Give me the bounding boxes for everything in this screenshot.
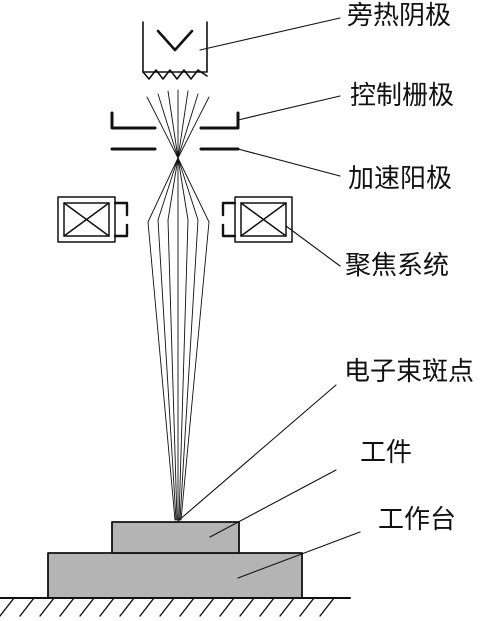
leader-workpiece	[209, 469, 337, 538]
focusing-coil-left	[57, 196, 129, 243]
leader-beam-spot	[177, 384, 337, 522]
focusing-coil-right	[221, 196, 293, 243]
label-beam-spot: 电子束斑点	[344, 357, 475, 387]
worktable	[47, 552, 303, 599]
ground-hatching	[0, 597, 351, 617]
cathode	[142, 21, 208, 80]
label-control-grid: 控制栅极	[350, 81, 455, 111]
label-workpiece: 工件	[360, 438, 413, 468]
label-worktable: 工作台	[378, 505, 457, 535]
leader-worktable	[237, 531, 361, 579]
electron-beam	[147, 157, 210, 521]
workpiece	[111, 521, 240, 554]
control-grid	[110, 111, 240, 130]
electron-rays-upper	[146, 89, 210, 159]
label-focusing-system: 聚焦系统	[345, 251, 450, 281]
leader-cathode	[199, 17, 341, 51]
leader-accelerating-anode	[237, 148, 341, 177]
label-cathode: 旁热阴极	[347, 1, 452, 31]
label-accelerating-anode: 加速阳极	[348, 164, 453, 194]
leader-focusing-system	[285, 225, 341, 267]
leader-control-grid	[237, 95, 341, 121]
leader-lines	[177, 17, 361, 579]
